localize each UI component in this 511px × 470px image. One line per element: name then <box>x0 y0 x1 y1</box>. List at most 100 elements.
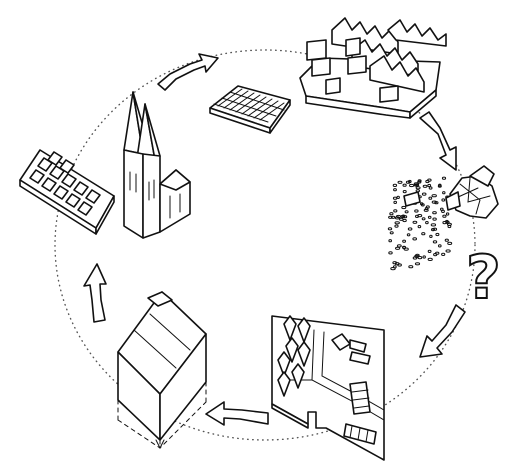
scatter-dot <box>432 240 438 244</box>
scatter-dot <box>425 179 430 184</box>
scatter-dot <box>396 244 402 248</box>
scatter-dot <box>422 184 428 188</box>
scatter-dot <box>402 239 407 243</box>
scatter-dot <box>388 251 393 255</box>
house-icon <box>117 291 207 450</box>
question-mark-glyph: ? <box>466 243 501 313</box>
orbit-path <box>54 49 476 441</box>
scatter-dot <box>389 231 394 235</box>
scatter-dot <box>432 211 437 215</box>
scatter-dot <box>427 249 432 253</box>
scatter-dot <box>435 232 440 237</box>
scatter-dot <box>428 196 433 200</box>
scatter-dot <box>431 194 437 198</box>
scatter-dot <box>413 183 420 187</box>
scatter-dot <box>427 257 433 261</box>
scatter-dot <box>395 246 401 250</box>
scatter-dot <box>394 221 400 225</box>
scatter-dot <box>422 255 426 259</box>
scatter-dot <box>412 220 418 224</box>
scatter-dot <box>393 200 398 204</box>
scatter-dot <box>412 237 418 241</box>
scatter-dot <box>392 183 398 187</box>
arrow-district-to-dispersal <box>419 111 457 171</box>
scatter-dot <box>427 183 432 188</box>
scattered-dots-icon <box>387 165 499 271</box>
scatter-dot <box>402 245 406 249</box>
scatter-dot <box>425 205 430 209</box>
scatter-dot <box>404 210 409 214</box>
scatter-dot <box>447 241 453 245</box>
district-model-icon <box>299 17 447 119</box>
scatter-dot <box>441 252 446 256</box>
panel-layout-icon <box>19 149 115 235</box>
scatter-dot <box>406 233 411 237</box>
scatter-dot <box>447 224 452 229</box>
scatter-dot <box>421 192 427 196</box>
scatter-dot <box>425 221 429 225</box>
scatter-dot <box>394 224 399 228</box>
scatter-dot <box>397 180 403 184</box>
scatter-dot <box>401 205 407 210</box>
scatter-dot <box>441 176 447 180</box>
scatter-dot <box>387 227 393 231</box>
scatter-dot <box>414 262 421 266</box>
scatter-dot <box>392 196 398 200</box>
scatter-dot <box>430 223 437 227</box>
scatter-dot <box>438 244 442 248</box>
scatter-dot <box>420 202 424 206</box>
scatter-dot <box>415 214 419 218</box>
scatter-dot <box>421 232 426 236</box>
scatter-dot <box>413 182 420 186</box>
scatter-dot <box>389 212 394 216</box>
scatter-dot <box>396 195 400 199</box>
scatter-dot <box>428 186 433 190</box>
arrow-plan-to-house <box>205 401 269 426</box>
arrow-question-to-plan <box>419 304 466 358</box>
scatter-dot <box>427 215 432 219</box>
arrow-cathedral-to-district <box>157 53 219 91</box>
scatter-dot <box>444 238 449 242</box>
scatter-dot <box>437 184 442 188</box>
scatter-dot <box>441 198 446 202</box>
site-plan-icon <box>271 315 385 461</box>
scatter-dot <box>401 214 406 218</box>
scatter-dot <box>445 212 450 216</box>
scatter-dot <box>397 263 402 267</box>
scatter-dot <box>408 179 412 184</box>
scatter-dot <box>402 183 407 187</box>
scatter-dot <box>421 217 426 221</box>
scatter-dot <box>440 207 444 211</box>
scatter-dot <box>402 190 407 194</box>
scatter-dot <box>445 249 451 253</box>
scatter-dot <box>399 217 404 221</box>
scatter-dot <box>407 227 413 231</box>
scatter-dot <box>393 188 397 192</box>
scatter-dot <box>442 191 446 195</box>
scatter-dot <box>412 256 418 260</box>
scatter-dot <box>392 265 397 269</box>
scatter-dot <box>408 265 414 269</box>
scatter-dot <box>417 225 422 229</box>
scatter-dot <box>429 234 433 238</box>
scatter-dot <box>433 253 438 257</box>
scatter-dot <box>390 215 396 219</box>
scatter-dot <box>432 217 437 221</box>
scatter-dot <box>431 200 437 204</box>
model-tray-icon <box>209 85 291 134</box>
scatter-dot <box>395 214 402 219</box>
scatter-dot <box>417 180 422 184</box>
cathedral-icon <box>123 91 191 239</box>
question-mark-icon: ? <box>465 242 502 314</box>
scatter-dot <box>388 239 393 243</box>
scatter-dot <box>388 215 393 219</box>
scatter-dot <box>403 247 409 251</box>
scatter-dot <box>445 219 449 224</box>
scatter-dot <box>414 209 419 213</box>
scatter-dot <box>431 228 435 232</box>
scatter-dot <box>442 214 447 218</box>
arrow-house-to-stack <box>83 263 107 323</box>
scatter-dot <box>393 209 398 213</box>
